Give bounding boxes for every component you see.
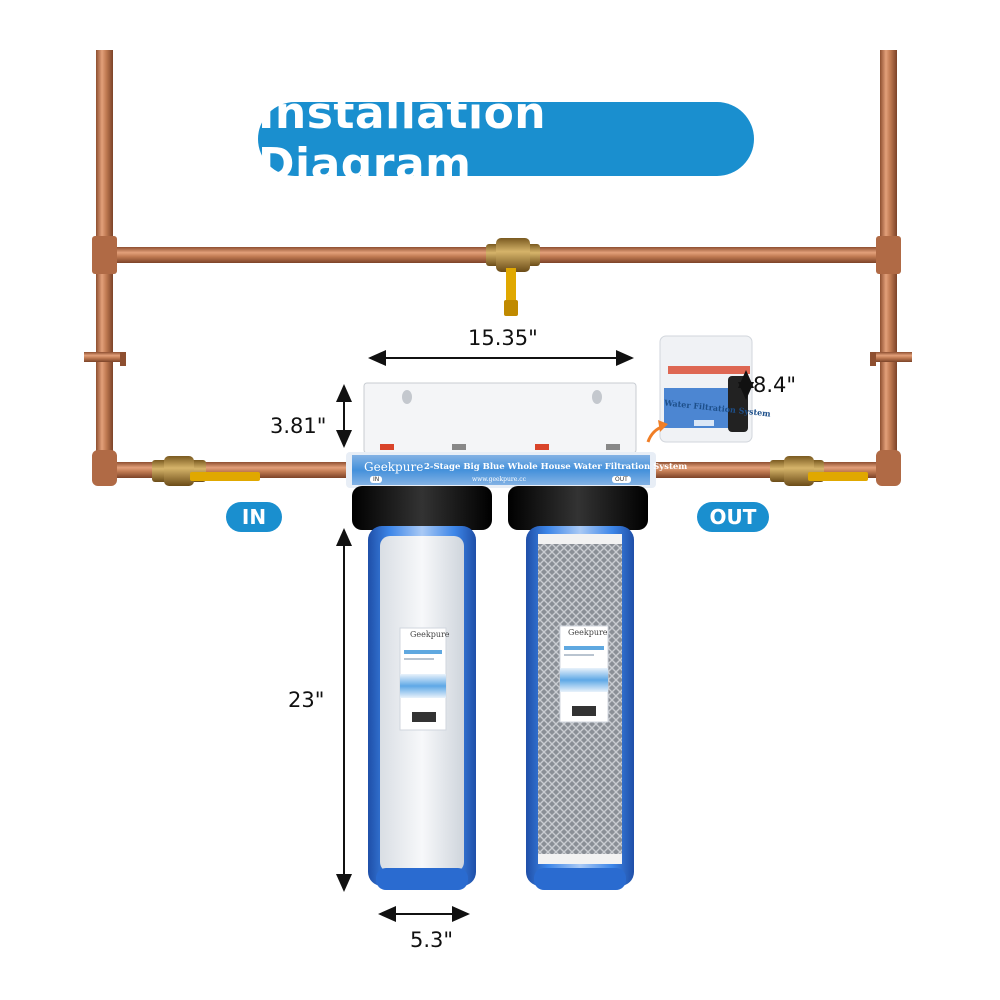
diagram-title: Installation Diagram — [258, 88, 754, 190]
outlet-valve — [770, 456, 868, 486]
housing-left — [352, 486, 492, 890]
dimension-lines — [336, 350, 754, 922]
cartridge-right-brand: Geekpure — [568, 628, 608, 637]
bypass-valve — [486, 238, 540, 316]
diameter-dimension-label: 5.3" — [410, 928, 454, 952]
head-product-name: 2-Stage Big Blue Whole House Water Filtr… — [424, 462, 688, 472]
head-in-tag: IN — [370, 476, 383, 483]
head-out-tag: OUT — [612, 476, 631, 483]
depth-dimension-label: 8.4" — [753, 373, 797, 397]
housing-right — [508, 486, 648, 890]
filter-head — [346, 452, 656, 488]
head-url-text: www.geekpure.cc — [472, 476, 526, 483]
inlet-label: IN — [226, 502, 282, 532]
height-dimension-label: 23" — [288, 688, 325, 712]
plate-height-dimension-label: 3.81" — [270, 414, 327, 438]
mounting-bracket — [363, 382, 637, 454]
inlet-valve — [152, 456, 260, 486]
width-dimension-label: 15.35" — [468, 326, 538, 350]
outlet-label: OUT — [697, 502, 769, 532]
depth-inset — [646, 335, 753, 443]
head-brand-text: Geekpure — [364, 460, 424, 474]
cartridge-left-brand: Geekpure — [410, 630, 450, 639]
